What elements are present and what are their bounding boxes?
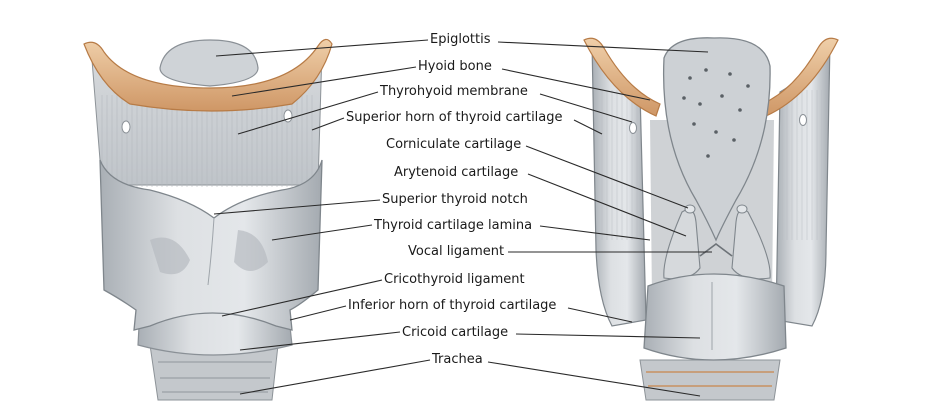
label-superior-thyroid-notch: Superior thyroid notch [382, 192, 528, 208]
posterior-cricoid-cartilage [644, 274, 786, 360]
anterior-view [84, 39, 332, 400]
posterior-corniculate-left [685, 205, 695, 213]
label-corniculate-cartilage: Corniculate cartilage [386, 137, 521, 153]
label-inferior-horn: Inferior horn of thyroid cartilage [348, 298, 556, 314]
posterior-view [584, 38, 838, 400]
posterior-trachea [640, 360, 780, 400]
label-epiglottis: Epiglottis [430, 32, 490, 48]
label-vocal-ligament: Vocal ligament [408, 244, 504, 260]
label-trachea: Trachea [432, 352, 483, 368]
label-hyoid-bone: Hyoid bone [418, 59, 492, 75]
anterior-epiglottis [160, 40, 258, 86]
label-thyrohyoid-membrane: Thyrohyoid membrane [380, 84, 528, 100]
label-superior-horn: Superior horn of thyroid cartilage [346, 110, 563, 126]
label-thyroid-cartilage-lamina: Thyroid cartilage lamina [374, 218, 532, 234]
posterior-corniculate-right [737, 205, 747, 213]
label-cricoid-cartilage: Cricoid cartilage [402, 325, 508, 341]
label-arytenoid-cartilage: Arytenoid cartilage [394, 165, 518, 181]
label-cricothyroid-ligament: Cricothyroid ligament [384, 272, 525, 288]
